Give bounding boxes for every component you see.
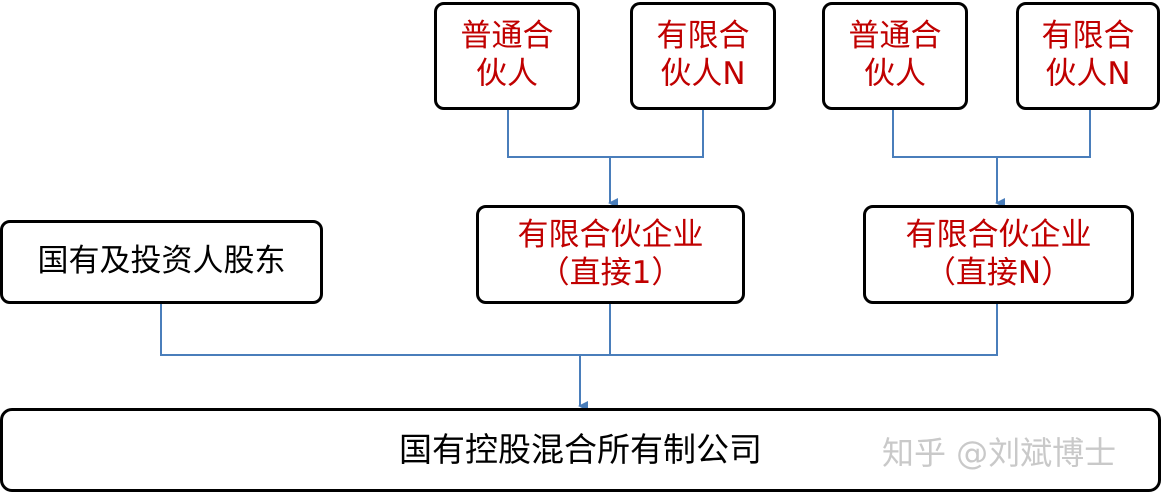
target-company-label: 国有控股混合所有制公司 xyxy=(399,429,762,469)
limited-partner-label-line1: 有限合 xyxy=(1041,18,1135,55)
general-partner-label-line2: 伙人 xyxy=(476,56,538,92)
enterprise-label-line1: 有限合伙企业 xyxy=(517,216,704,253)
connector-group1 xyxy=(507,108,704,203)
limited-partnership-enterprise-box-2: 有限合伙企业 （直接N） xyxy=(863,205,1134,304)
connector-to-company xyxy=(160,302,998,406)
limited-partner-label-line2: 伙人N xyxy=(660,56,746,92)
limited-partner-label-line1: 有限合 xyxy=(656,18,750,55)
limited-partner-box-2: 有限合 伙人N xyxy=(1016,2,1160,110)
general-partner-box-2: 普通合 伙人 xyxy=(822,2,968,110)
limited-partner-box-1: 有限合 伙人N xyxy=(630,2,776,110)
state-investor-label: 国有及投资人股东 xyxy=(37,243,286,280)
general-partner-label-line1: 普通合 xyxy=(460,18,554,55)
enterprise-label-line2: （直接N） xyxy=(924,254,1073,291)
general-partner-label-line2: 伙人 xyxy=(864,56,926,92)
target-company-box: 国有控股混合所有制公司 xyxy=(0,408,1161,492)
general-partner-box-1: 普通合 伙人 xyxy=(434,2,580,110)
limited-partner-label-line2: 伙人N xyxy=(1045,56,1131,92)
enterprise-label-line1: 有限合伙企业 xyxy=(905,216,1092,253)
limited-partnership-enterprise-box-1: 有限合伙企业 （直接1） xyxy=(476,205,745,304)
state-investor-box: 国有及投资人股东 xyxy=(0,220,323,304)
enterprise-label-line2: （直接1） xyxy=(538,254,683,291)
general-partner-label-line1: 普通合 xyxy=(848,18,942,55)
connector-group2 xyxy=(892,108,1091,203)
watermark-text: 知乎 @刘斌博士 xyxy=(882,434,1117,472)
